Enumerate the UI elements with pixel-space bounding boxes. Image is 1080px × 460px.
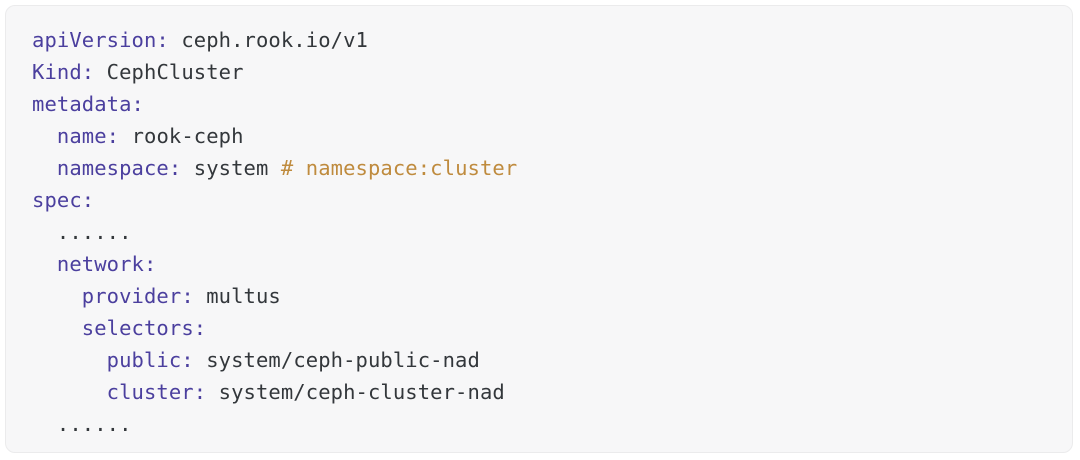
code-line: name: rook-ceph (32, 120, 517, 152)
yaml-ellipsis: ...... (56, 220, 132, 244)
indent (32, 380, 107, 404)
code-line: ...... (32, 408, 517, 440)
yaml-space (206, 380, 218, 404)
indent (32, 156, 57, 180)
yaml-space (194, 284, 206, 308)
yaml-key: provider: (81, 284, 194, 308)
yaml-key: metadata: (32, 92, 144, 116)
yaml-key: Kind: (32, 60, 95, 84)
code-line: namespace: system # namespace:cluster (32, 152, 517, 184)
yaml-key: namespace: (56, 156, 182, 180)
yaml-key: network: (56, 252, 157, 276)
yaml-space (94, 60, 106, 84)
yaml-space (119, 124, 131, 148)
yaml-key: name: (56, 124, 120, 148)
yaml-key: apiVersion: (32, 28, 169, 52)
yaml-value: ceph.rook.io/v1 (181, 28, 368, 52)
code-line: spec: (32, 184, 517, 216)
code-line: cluster: system/ceph-cluster-nad (32, 376, 517, 408)
yaml-key: selectors: (81, 316, 207, 340)
indent (32, 348, 107, 372)
indent (32, 252, 57, 276)
yaml-value: system/ceph-cluster-nad (218, 380, 505, 404)
yaml-key: cluster: (106, 380, 207, 404)
code-line: ...... (32, 216, 517, 248)
yaml-key: spec: (32, 188, 95, 212)
yaml-value: rook-ceph (131, 124, 244, 148)
yaml-comment: # namespace:cluster (280, 156, 518, 180)
yaml-space (268, 156, 280, 180)
indent (32, 412, 57, 436)
code-line: Kind: CephCluster (32, 56, 517, 88)
yaml-space (181, 156, 193, 180)
indent (32, 316, 82, 340)
yaml-space (194, 348, 206, 372)
yaml-space (169, 28, 181, 52)
indent (32, 220, 57, 244)
code-line: selectors: (32, 312, 517, 344)
yaml-value: CephCluster (106, 60, 244, 84)
yaml-key: public: (106, 348, 194, 372)
yaml-value: multus (206, 284, 281, 308)
code-line: network: (32, 248, 517, 280)
yaml-value: system/ceph-public-nad (206, 348, 480, 372)
yaml-ellipsis: ...... (56, 412, 132, 436)
code-line: metadata: (32, 88, 517, 120)
code-line: public: system/ceph-public-nad (32, 344, 517, 376)
code-line: provider: multus (32, 280, 517, 312)
indent (32, 284, 82, 308)
yaml-value: system (193, 156, 269, 180)
indent (32, 124, 57, 148)
code-line: apiVersion: ceph.rook.io/v1 (32, 24, 517, 56)
